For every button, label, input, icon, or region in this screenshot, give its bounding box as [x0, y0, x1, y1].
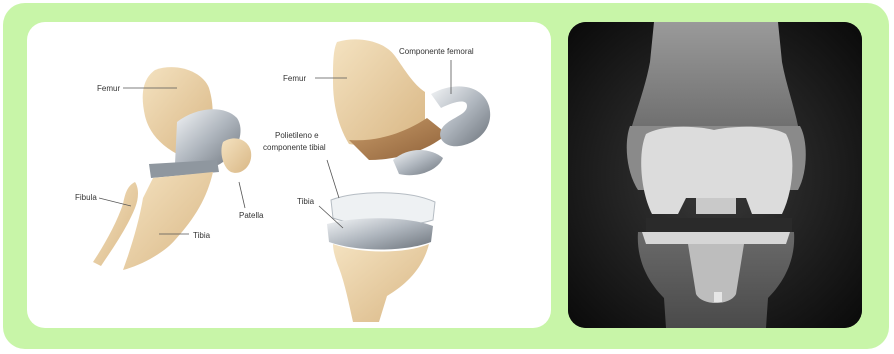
label-femur-right: Femur	[283, 74, 306, 83]
assembled-knee	[93, 67, 251, 270]
label-polietileno-line2: componente tibial	[263, 143, 326, 152]
label-femur-left: Femur	[97, 84, 120, 93]
knee-xray-image	[568, 22, 862, 328]
xray-svg	[568, 22, 862, 328]
label-fibula: Fibula	[75, 193, 97, 202]
label-tibia-left: Tibia	[193, 231, 211, 240]
xray-tibial-tray	[642, 232, 790, 244]
right-tibia-bone	[333, 244, 429, 322]
xray-polyethylene-gap	[646, 218, 792, 232]
knee-anatomy-illustration: Femur Fibula Patella Tibia Femur Compone…	[27, 22, 551, 328]
label-patella: Patella	[239, 211, 264, 220]
label-tibia-right: Tibia	[297, 197, 315, 206]
left-patella-bone	[221, 138, 251, 173]
xray-femur-shaft	[632, 22, 798, 126]
exploded-components	[327, 39, 490, 322]
label-polietileno-line1: Polietileno e	[275, 131, 319, 140]
label-componente-femoral: Componente femoral	[399, 47, 474, 56]
xray-stem-tip	[714, 292, 722, 302]
xray-implant-post	[696, 198, 736, 214]
illustration-svg: Femur Fibula Patella Tibia Femur Compone…	[27, 22, 551, 328]
tibial-tray	[327, 218, 433, 249]
